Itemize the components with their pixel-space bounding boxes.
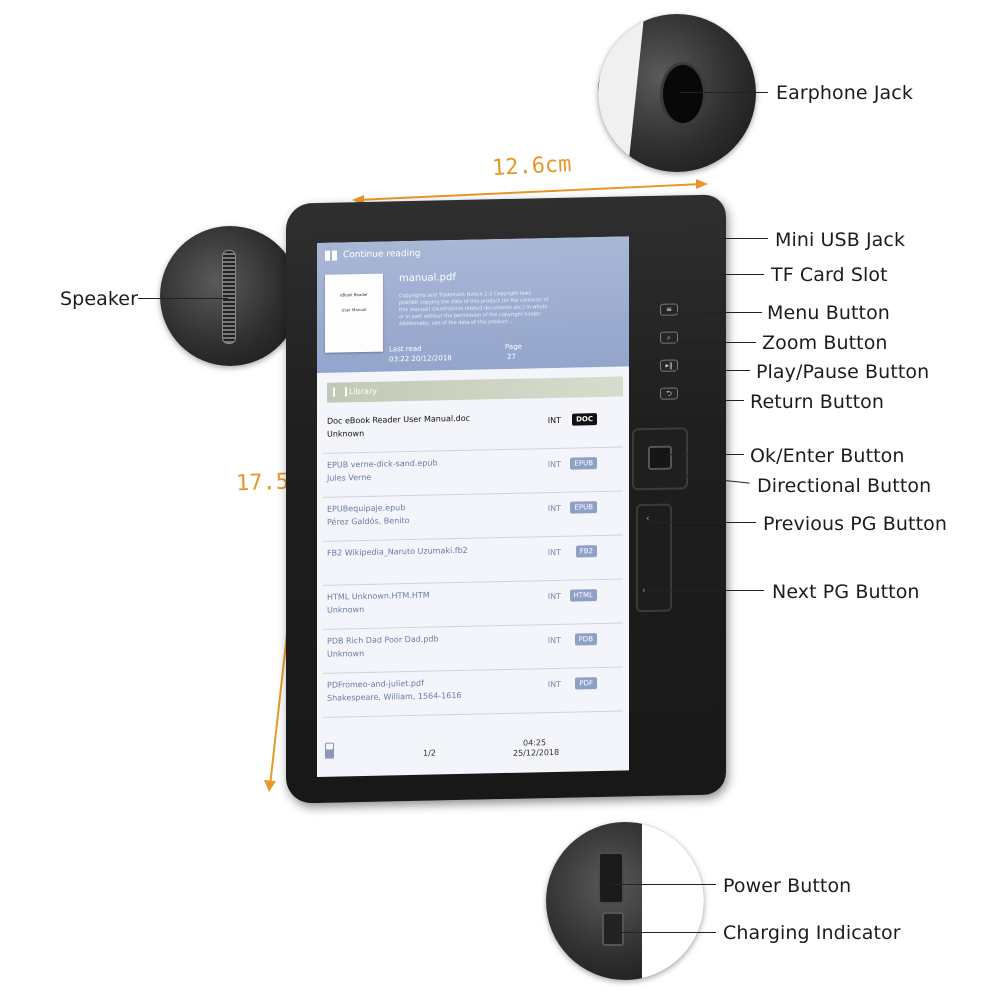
- library-row[interactable]: EPUBequipaje.epub Pérez Galdós, Benito I…: [323, 494, 623, 542]
- format-badge: FB2: [575, 545, 597, 558]
- clock-date: 25/12/2018: [513, 747, 560, 758]
- book-author: Unknown: [327, 648, 365, 659]
- menu-button[interactable]: ≡: [660, 303, 678, 316]
- format-badge: PDF: [575, 677, 597, 690]
- book-title: Doc eBook Reader User Manual.doc: [327, 413, 470, 426]
- storage-location: INT: [547, 635, 561, 646]
- clock-time: 04:25: [523, 738, 547, 748]
- storage-location: INT: [547, 679, 561, 690]
- format-badge: EPUB: [570, 501, 597, 514]
- next-page-button[interactable]: ›: [642, 586, 646, 597]
- previous-pg-label: Previous PG Button: [763, 513, 947, 535]
- power-button-label: Power Button: [723, 875, 852, 897]
- book-title: EPUB verne-dick-sand.epub: [327, 458, 438, 470]
- play-pause-label: Play/Pause Button: [756, 361, 930, 383]
- page-indicator: 1/2: [423, 748, 436, 758]
- charging-indicator-label: Charging Indicator: [723, 922, 901, 944]
- mini-usb-label: Mini USB Jack: [775, 229, 906, 251]
- book-title: HTML Unknown.HTM.HTM: [327, 590, 430, 602]
- library-title: Library: [349, 386, 377, 397]
- book-title: PDB Rich Dad Poor Dad.pdb: [327, 634, 439, 646]
- library-row[interactable]: FB2 Wikipedia_Naruto Uzumaki.fb2 INT FB2: [323, 538, 623, 586]
- library-row[interactable]: HTML Unknown.HTM.HTM Unknown INT HTML: [323, 582, 623, 630]
- continue-reading-title: Continue reading: [343, 248, 421, 261]
- page-label: Page: [505, 342, 522, 352]
- format-badge: EPUB: [570, 457, 597, 470]
- power-button-icon: [598, 852, 624, 904]
- earphone-jack-port-icon: [660, 62, 706, 126]
- book-author: Unknown: [327, 604, 365, 615]
- return-button-label: Return Button: [750, 391, 885, 413]
- earphone-jack-zoom: [598, 14, 756, 172]
- book-title: PDFromeo-and-juliet.pdf: [327, 678, 424, 690]
- storage-location: INT: [547, 591, 561, 602]
- ok-enter-label: Ok/Enter Button: [750, 445, 905, 467]
- page-turn-rocker: ‹ ›: [636, 503, 672, 613]
- speaker-zoom: [160, 226, 300, 366]
- storage-location: INT: [547, 415, 561, 426]
- book-author: Jules Verne: [327, 472, 372, 483]
- library-header: Library: [327, 376, 623, 403]
- next-pg-label: Next PG Button: [772, 581, 920, 603]
- book-excerpt: Copyrights and Trademark Notice 2.5 Copy…: [399, 290, 549, 328]
- menu-button-label: Menu Button: [767, 302, 890, 324]
- continue-reading-panel[interactable]: Continue reading eBook Reader User Manua…: [317, 236, 629, 373]
- book-cover-thumbnail: eBook Reader User Manual: [325, 273, 383, 353]
- library-row[interactable]: PDFromeo-and-juliet.pdf Shakespeare, Wil…: [323, 670, 623, 718]
- book-stack-icon: [325, 250, 337, 261]
- storage-location: INT: [547, 459, 561, 470]
- charging-indicator-icon: [602, 912, 624, 946]
- earphone-jack-label: Earphone Jack: [776, 82, 913, 104]
- library-icon: [333, 387, 347, 397]
- book-author: Unknown: [327, 428, 365, 439]
- library-row[interactable]: Doc eBook Reader User Manual.doc Unknown…: [323, 406, 623, 454]
- speaker-grille-icon: [222, 250, 236, 344]
- tf-card-label: TF Card Slot: [771, 264, 888, 286]
- library-row[interactable]: PDB Rich Dad Poor Dad.pdb Unknown INT PD…: [323, 626, 623, 674]
- ebook-reader-device: Continue reading eBook Reader User Manua…: [286, 194, 726, 804]
- return-button[interactable]: ⮌: [660, 387, 678, 400]
- battery-icon: [325, 742, 334, 759]
- directional-label: Directional Button: [757, 475, 932, 497]
- zoom-button-label: Zoom Button: [762, 332, 888, 354]
- book-author: Pérez Galdós, Benito: [327, 516, 410, 527]
- library-row[interactable]: EPUB verne-dick-sand.epub Jules Verne IN…: [323, 450, 623, 498]
- device-screen: Continue reading eBook Reader User Manua…: [317, 236, 629, 777]
- directional-button[interactable]: [632, 427, 688, 491]
- speaker-label: Speaker: [60, 288, 138, 310]
- book-author: Shakespeare, William, 1564-1616: [327, 690, 462, 703]
- ok-enter-button[interactable]: [648, 445, 672, 471]
- storage-location: INT: [547, 547, 561, 558]
- storage-location: INT: [547, 503, 561, 514]
- last-read-label: Last read: [389, 344, 422, 354]
- format-badge: PDB: [574, 633, 597, 646]
- book-filename: manual.pdf: [399, 272, 456, 285]
- power-charging-zoom: [546, 822, 704, 980]
- width-dimension-label: 12.6cm: [491, 151, 573, 182]
- page-value: 27: [507, 352, 516, 361]
- last-read-value: 03:22 20/12/2018: [389, 354, 452, 364]
- format-badge: DOC: [572, 413, 597, 426]
- format-badge: HTML: [569, 589, 597, 602]
- book-title: FB2 Wikipedia_Naruto Uzumaki.fb2: [327, 545, 468, 558]
- book-title: EPUBequipaje.epub: [327, 503, 406, 514]
